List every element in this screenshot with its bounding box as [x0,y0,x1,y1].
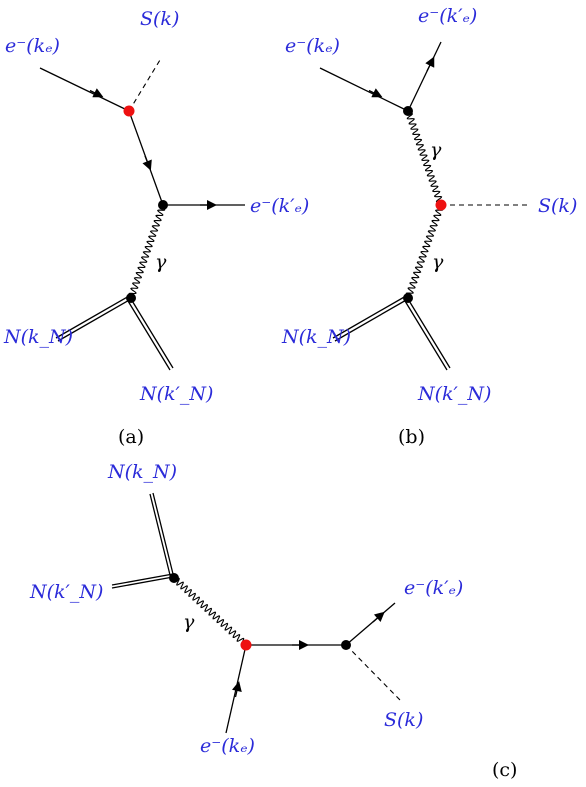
caption-b: (b) [398,426,425,448]
vertex-nucleus-photon-c [169,573,179,583]
label-photon-a: γ [155,251,167,273]
label-scalar-c: S(k) [384,709,423,731]
electron-line-out-c [345,602,396,646]
vertex-scalar-emission-c [240,639,252,651]
diagram-c: N(k_N) N(k′_N) γ e⁻(k′ₑ) S(k) e⁻(kₑ) (c) [29,461,517,781]
arrow-electron-in-a [89,88,104,98]
nucleus-line-in-b [332,295,409,342]
vertex-scalar-emission-a [123,105,135,117]
vertex-electron-photon-a [158,200,168,210]
caption-c: (c) [492,759,517,781]
label-photon-c: γ [183,611,195,633]
scalar-line-c [345,644,401,701]
nucleus-line-in-a [55,295,132,342]
label-scalar-a: S(k) [140,8,179,30]
electron-line-in-b [319,67,409,112]
label-nucleus-out-c: N(k′_N) [29,581,103,603]
label-electron-out-b: e⁻(k′ₑ) [418,5,477,27]
vertex-electron-photon-b [403,106,413,116]
scalar-line-a [128,59,161,112]
label-photon-upper-b: γ [430,139,442,161]
vertex-electron-out-c [341,640,351,650]
diagram-b: e⁻(kₑ) e⁻(k′ₑ) γ γ S(k) N(k_N) N(k′_N) (… [281,5,577,448]
label-electron-out-a: e⁻(k′ₑ) [250,195,309,217]
caption-a: (a) [118,426,144,448]
diagram-a: e⁻(kₑ) S(k) e⁻(k′ₑ) γ N(k_N) N(k′_N) (a) [3,8,309,448]
nucleus-line-out-c [111,573,174,589]
label-nucleus-in-b: N(k_N) [281,326,351,348]
label-nucleus-in-a: N(k_N) [3,326,73,348]
label-scalar-b: S(k) [538,195,577,217]
label-photon-lower-b: γ [432,251,444,273]
label-electron-out-c: e⁻(k′ₑ) [404,577,463,599]
arrow-electron-in-c [232,681,242,698]
electron-line-in-c [225,644,247,734]
label-electron-in-b: e⁻(kₑ) [285,35,340,57]
electron-line-out-b [407,41,442,112]
photon-line-lower-b [405,204,444,299]
nucleus-line-out-b [404,298,451,371]
arrow-electron-in-b [368,88,383,98]
vertex-nucleus-photon-a [126,293,136,303]
nucleus-line-in-c [149,492,175,580]
label-electron-in-a: e⁻(kₑ) [5,35,60,57]
label-nucleus-out-a: N(k′_N) [139,383,213,405]
label-nucleus-in-c: N(k_N) [107,461,177,483]
photon-line-a [128,204,166,300]
arrow-electron-internal-a [142,155,152,171]
photon-line-c [172,577,249,646]
electron-line-in-a [39,67,130,112]
label-nucleus-out-b: N(k′_N) [417,383,491,405]
nucleus-line-out-a [127,298,174,371]
arrow-electron-out-c [372,611,385,623]
vertex-nucleus-photon-b [403,293,413,303]
photon-line-upper-b [404,110,445,207]
arrow-electron-out-b [425,56,435,72]
label-electron-in-c: e⁻(kₑ) [200,735,255,757]
vertex-scalar-emission-b [435,199,447,211]
